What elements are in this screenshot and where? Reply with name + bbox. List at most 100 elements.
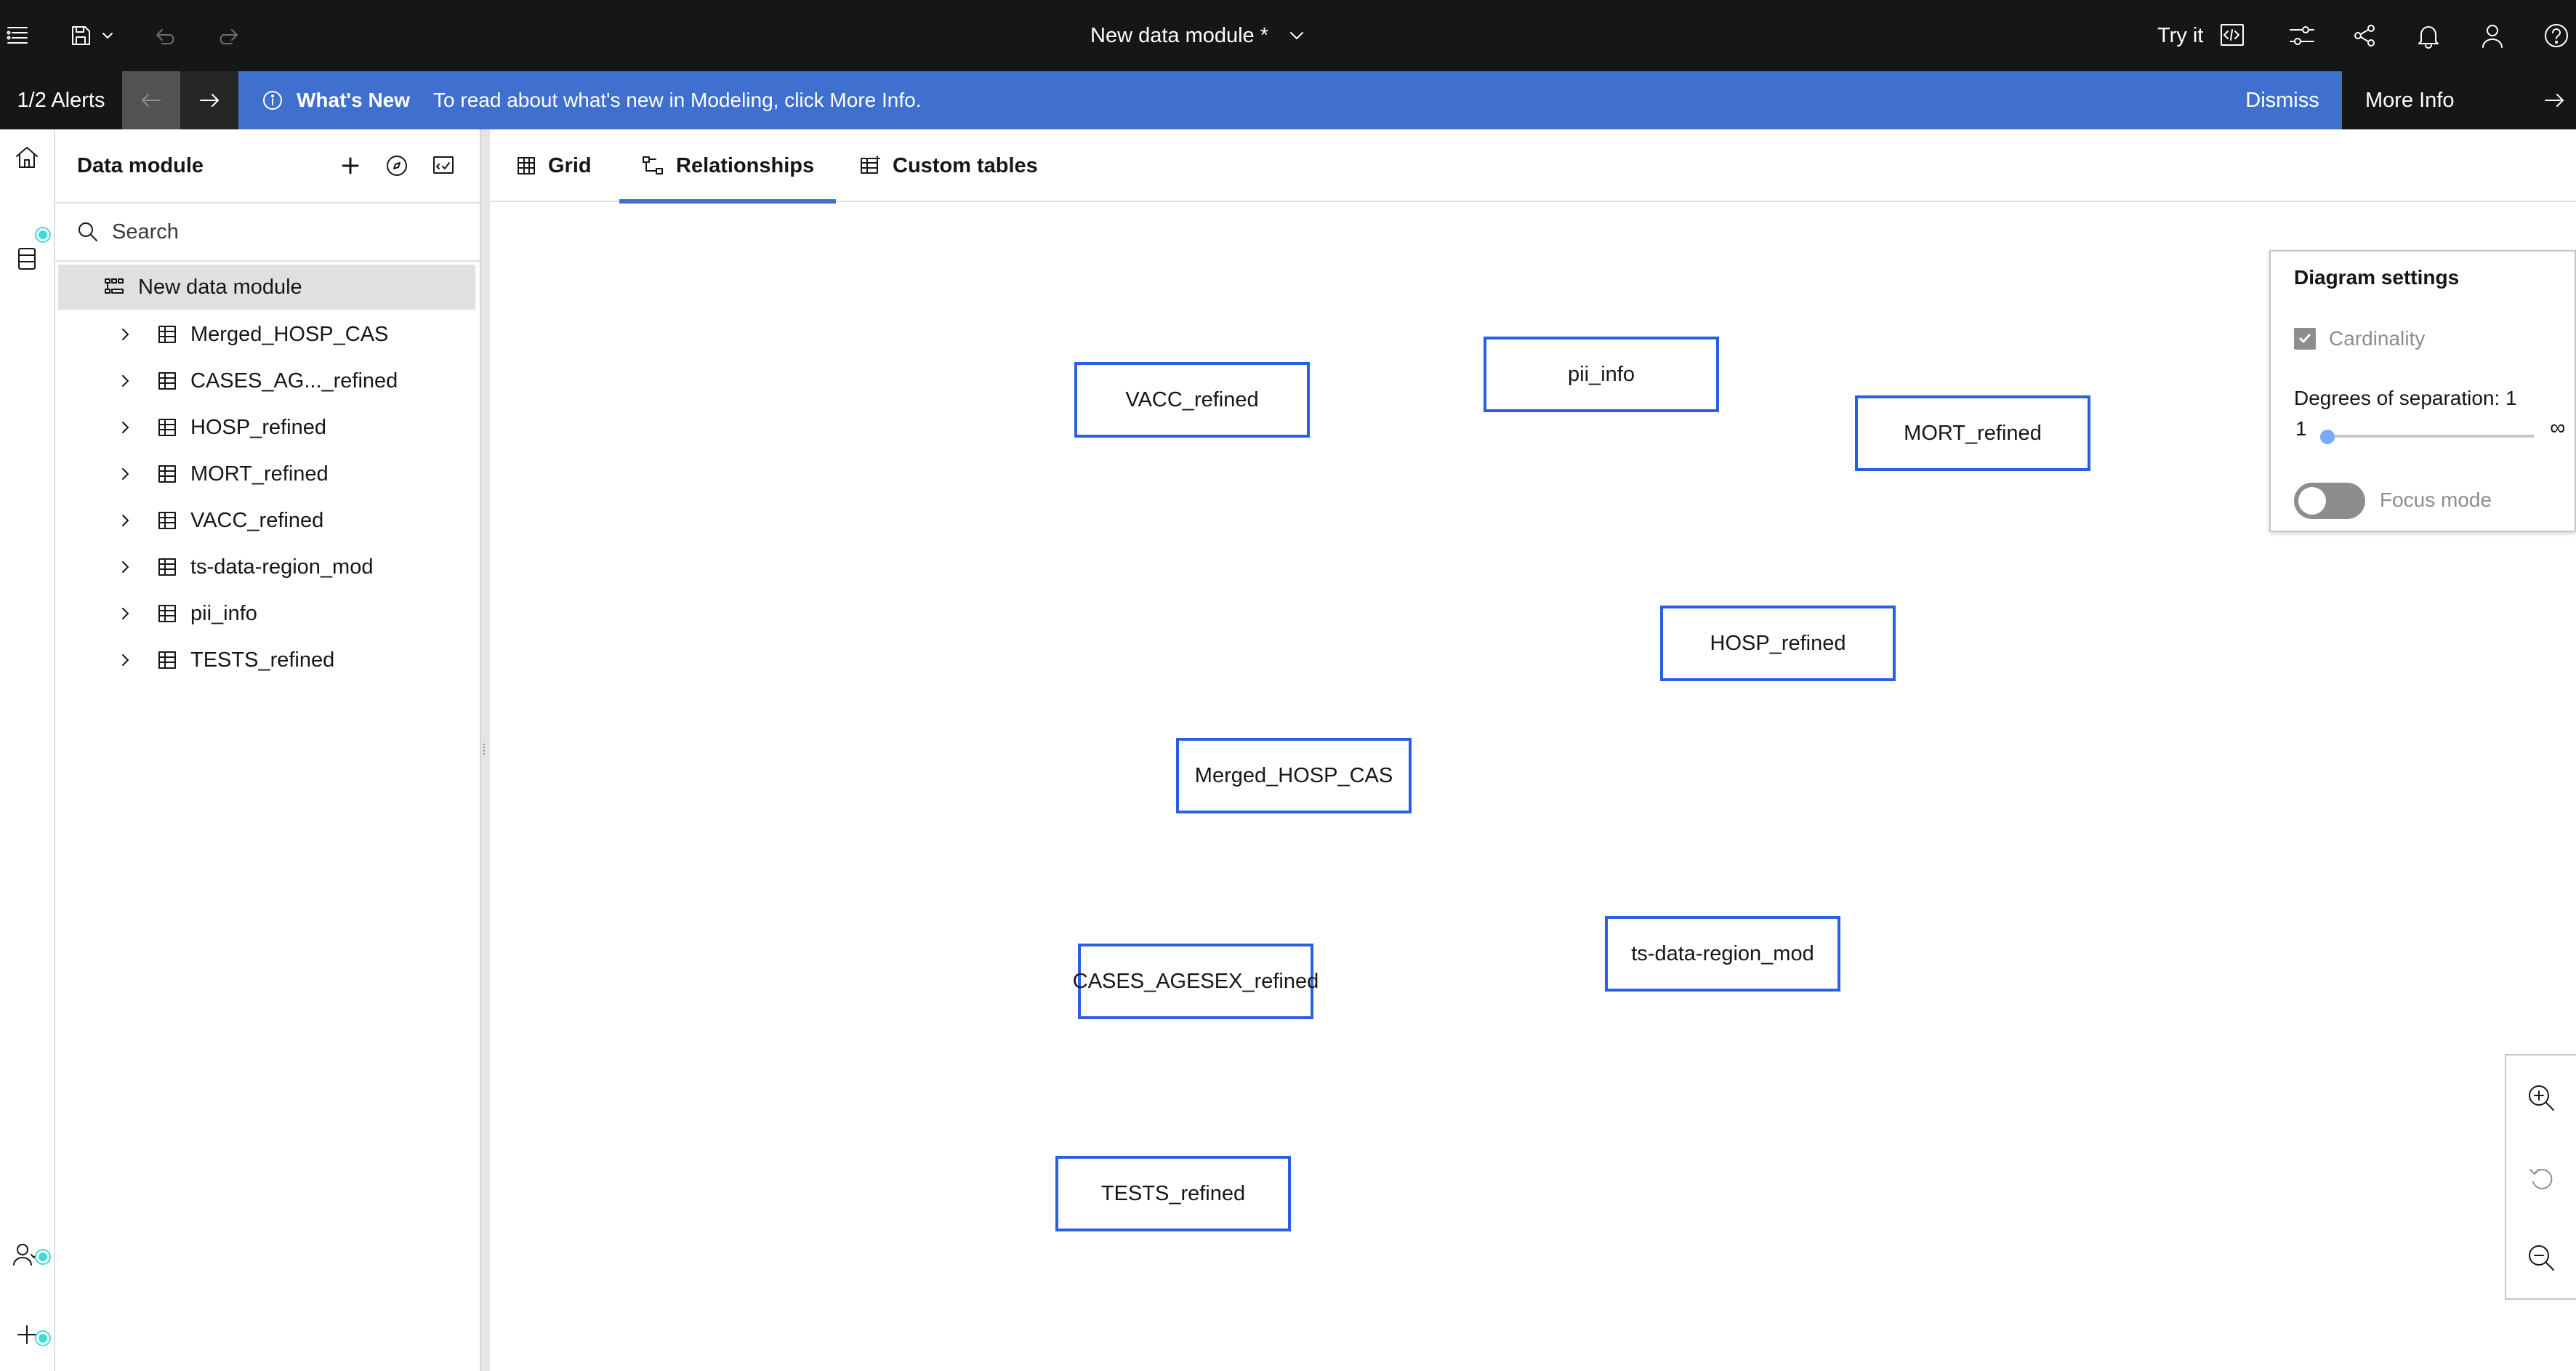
more-info-label: More Info — [2365, 88, 2455, 112]
zoom-out-button[interactable] — [2506, 1217, 2576, 1298]
notification-icon[interactable] — [2410, 17, 2447, 54]
table-node[interactable]: TESTS_refined — [1055, 1156, 1291, 1231]
tree-item[interactable]: VACC_refined — [55, 497, 480, 544]
table-node[interactable]: pii_info — [1484, 337, 1719, 412]
table-node[interactable]: Merged_HOSP_CAS — [1176, 738, 1412, 813]
tree-item[interactable]: MORT_refined — [55, 451, 480, 497]
chevron-right-icon[interactable] — [113, 373, 137, 389]
custom-table-icon — [861, 156, 880, 174]
table-icon — [157, 464, 177, 484]
relationship-diagram[interactable]: VACC_refined pii_info MORT_refined HOSP_… — [490, 204, 2576, 1371]
degrees-slider[interactable] — [2326, 435, 2534, 438]
table-icon — [157, 371, 177, 391]
focus-mode-toggle[interactable] — [2294, 483, 2365, 519]
plus-icon — [342, 157, 359, 174]
tree-item[interactable]: Merged_HOSP_CAS — [55, 311, 480, 358]
table-node[interactable]: HOSP_refined — [1660, 606, 1896, 681]
reset-icon — [2529, 1169, 2553, 1189]
cardinality-label: Cardinality — [2329, 327, 2426, 350]
tree-item-label: VACC_refined — [190, 508, 324, 532]
tree-item[interactable]: TESTS_refined — [55, 637, 480, 683]
resize-grip-icon: ⁞ — [482, 742, 486, 758]
cardinality-checkbox[interactable]: Cardinality — [2294, 327, 2425, 350]
checkbox-icon — [2294, 328, 2316, 350]
alert-prev-button[interactable] — [122, 71, 180, 129]
tree-item[interactable]: HOSP_refined — [55, 404, 480, 451]
user-icon[interactable] — [2474, 17, 2511, 54]
tree-item[interactable]: ts-data-region_mod — [55, 544, 480, 590]
tree-item-label: Merged_HOSP_CAS — [190, 322, 389, 346]
top-bar: New data module * Try it — [0, 0, 2576, 71]
help-icon[interactable] — [2538, 17, 2575, 54]
table-node[interactable]: VACC_refined — [1074, 362, 1310, 438]
module-title: New data module * — [1090, 23, 1269, 47]
try-it-button[interactable]: Try it — [2157, 0, 2247, 71]
status-dot — [36, 1250, 49, 1263]
compass-icon — [387, 156, 407, 176]
add-icon[interactable] — [0, 1307, 54, 1362]
data-module-panel: Data module New data module Merged_HOSP_… — [55, 129, 480, 1371]
tree-item[interactable]: CASES_AG..._refined — [55, 358, 480, 404]
redo-icon — [220, 29, 238, 44]
table-icon — [157, 510, 177, 531]
chevron-right-icon[interactable] — [113, 326, 137, 342]
more-info-button[interactable]: More Info — [2342, 71, 2576, 129]
chevron-right-icon[interactable] — [113, 652, 137, 668]
tab-label: Relationships — [676, 153, 815, 177]
tree-item-label: ts-data-region_mod — [190, 555, 374, 579]
tree-item-label: TESTS_refined — [190, 648, 335, 672]
arrow-left-icon — [142, 94, 161, 107]
alert-count: 1/2 Alerts — [0, 71, 122, 129]
table-node[interactable]: MORT_refined — [1855, 395, 2090, 471]
chevron-right-icon[interactable] — [113, 559, 137, 575]
slider-min-label: 1 — [2295, 417, 2307, 440]
redo-button[interactable] — [209, 17, 249, 54]
search-input[interactable] — [112, 220, 461, 244]
status-dot — [36, 1332, 49, 1345]
table-icon — [157, 324, 177, 345]
tab-grid[interactable]: Grid — [516, 129, 592, 202]
toggle-knob — [2298, 487, 2326, 515]
slider-thumb[interactable] — [2320, 430, 2335, 444]
arrow-right-icon — [2545, 94, 2564, 107]
data-module-icon — [105, 278, 124, 294]
tree-item-label: pii_info — [190, 601, 257, 625]
panel-resize-handle[interactable] — [480, 129, 490, 1371]
reset-zoom-button[interactable] — [2506, 1137, 2576, 1218]
explore-button[interactable] — [379, 148, 414, 183]
module-title-menu[interactable]: New data module * — [1090, 0, 1306, 71]
menu-icon[interactable] — [0, 17, 35, 54]
zoom-out-icon — [2529, 1245, 2554, 1271]
panel-header: Data module — [55, 129, 480, 202]
home-icon[interactable] — [0, 129, 54, 185]
search-bar — [55, 202, 480, 262]
chevron-right-icon[interactable] — [113, 466, 137, 482]
chevron-right-icon[interactable] — [113, 512, 137, 528]
validate-button[interactable] — [426, 148, 461, 183]
alert-text: To read about what's new in Modeling, cl… — [433, 89, 922, 111]
table-node[interactable]: ts-data-region_mod — [1605, 916, 1840, 992]
dismiss-button[interactable]: Dismiss — [2245, 88, 2319, 112]
add-source-button[interactable] — [333, 148, 368, 183]
tab-custom-tables[interactable]: Custom tables — [859, 129, 1038, 202]
data-sources-icon[interactable] — [0, 231, 54, 286]
settings-sliders-icon[interactable] — [2284, 17, 2320, 54]
chevron-right-icon[interactable] — [113, 419, 137, 435]
table-node[interactable]: CASES_AGESEX_refined — [1073, 944, 1319, 1019]
alert-banner: 1/2 Alerts What's New To read about what… — [0, 71, 2576, 129]
relationships-icon — [643, 156, 663, 174]
share-icon[interactable] — [2346, 17, 2383, 54]
chevron-right-icon[interactable] — [113, 606, 137, 622]
validate-icon — [433, 156, 454, 174]
save-button[interactable] — [63, 17, 121, 54]
undo-button[interactable] — [145, 17, 185, 54]
undo-icon — [156, 29, 174, 44]
tree-root-item[interactable]: New data module — [58, 265, 475, 310]
alert-next-button[interactable] — [180, 71, 238, 129]
alert-body: What's New To read about what's new in M… — [262, 71, 921, 129]
table-icon — [157, 603, 177, 624]
zoom-in-button[interactable] — [2506, 1057, 2576, 1138]
tree-item[interactable]: pii_info — [55, 590, 480, 637]
tab-label: Custom tables — [893, 153, 1038, 177]
tab-relationships[interactable]: Relationships — [619, 129, 837, 204]
